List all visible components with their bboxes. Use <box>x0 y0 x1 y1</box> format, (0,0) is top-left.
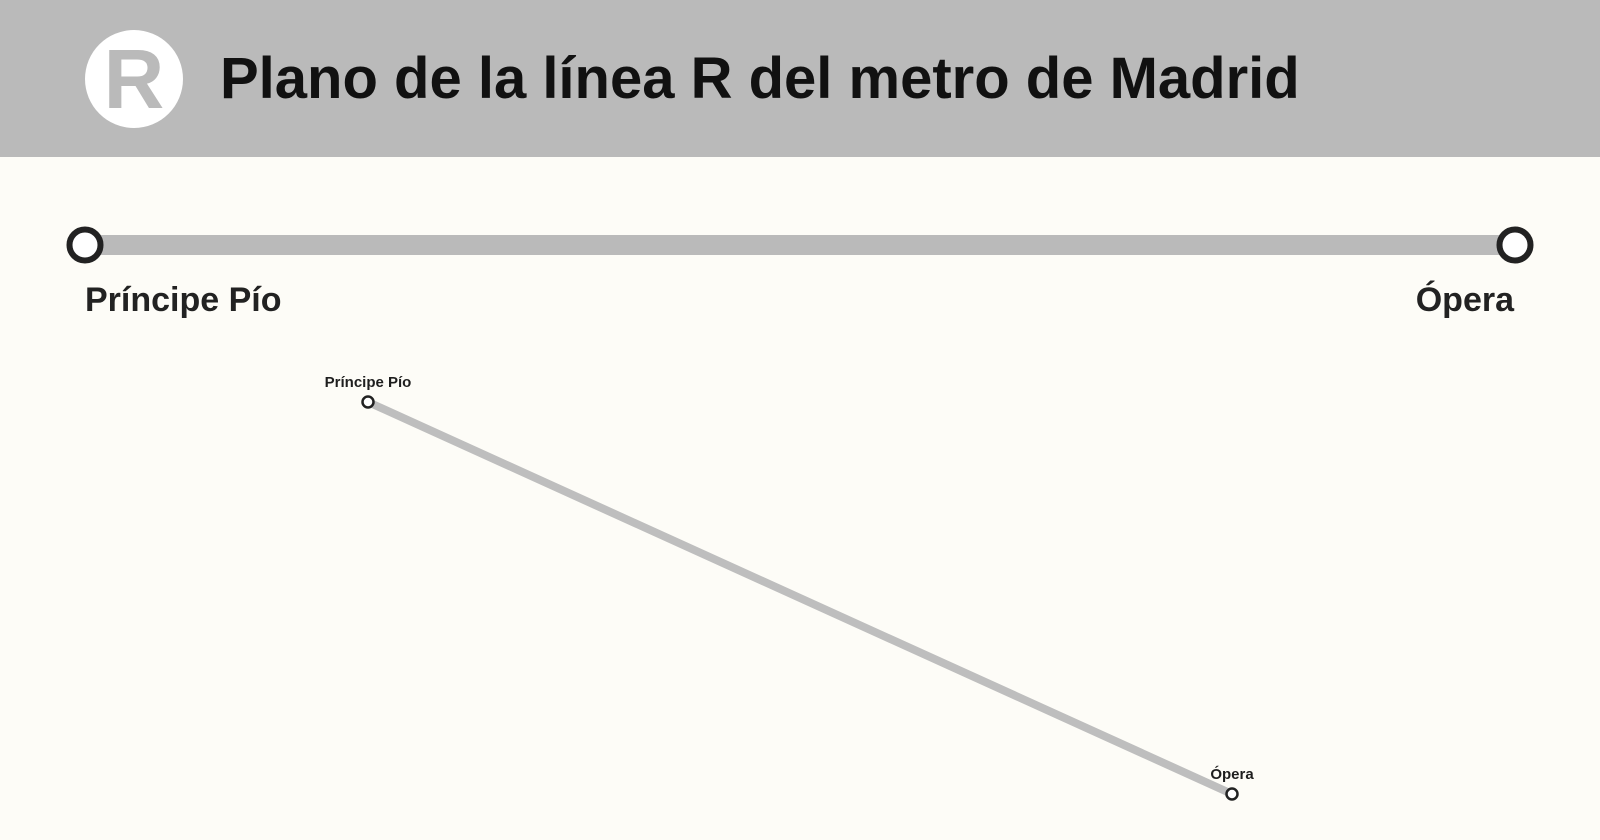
station-marker-principe-pio[interactable] <box>361 395 375 409</box>
terminal-label-opera: Ópera <box>1415 281 1514 319</box>
line-r-route <box>364 398 1236 798</box>
station-label-opera: Ópera <box>1210 766 1254 783</box>
station-marker-opera[interactable] <box>1225 787 1239 801</box>
line-strip-diagram <box>66 226 1534 264</box>
terminal-label-principe-pio: Príncipe Pío <box>85 281 282 319</box>
page-title: Plano de la línea R del metro de Madrid <box>220 46 1300 111</box>
terminal-marker-end[interactable] <box>1496 226 1534 264</box>
line-r-logo: R <box>85 30 183 128</box>
header-bar: R Plano de la línea R del metro de Madri… <box>0 0 1600 157</box>
terminal-marker-start[interactable] <box>66 226 104 264</box>
geographic-line-map <box>361 395 1239 801</box>
station-label-principe-pio: Príncipe Pío <box>324 374 412 391</box>
